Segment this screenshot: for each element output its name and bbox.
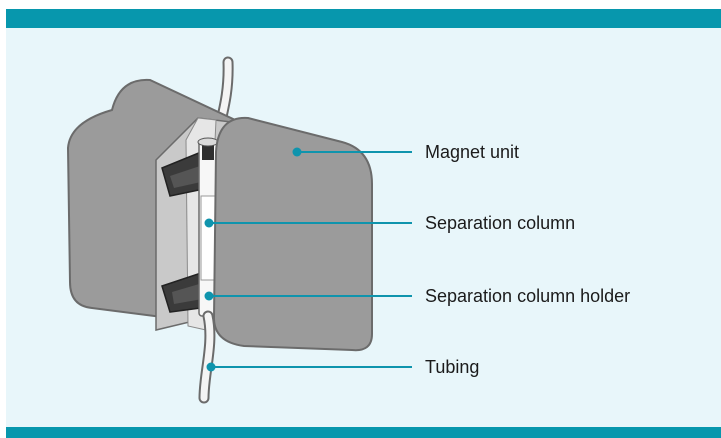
leader-line-magnet-unit (292, 147, 412, 157)
label-separation-column-holder: Separation column holder (425, 286, 631, 306)
leader-line-separation-column (204, 218, 412, 228)
leader-line-column-holder (204, 291, 412, 301)
leader-line-tubing (206, 362, 412, 372)
bottom-accent-bar (6, 427, 721, 438)
label-separation-column: Separation column (425, 213, 576, 233)
top-accent-bar (6, 9, 721, 28)
magnet-unit-front-plate (212, 116, 373, 352)
label-magnet-unit: Magnet unit (425, 142, 520, 162)
label-tubing: Tubing (425, 357, 480, 377)
